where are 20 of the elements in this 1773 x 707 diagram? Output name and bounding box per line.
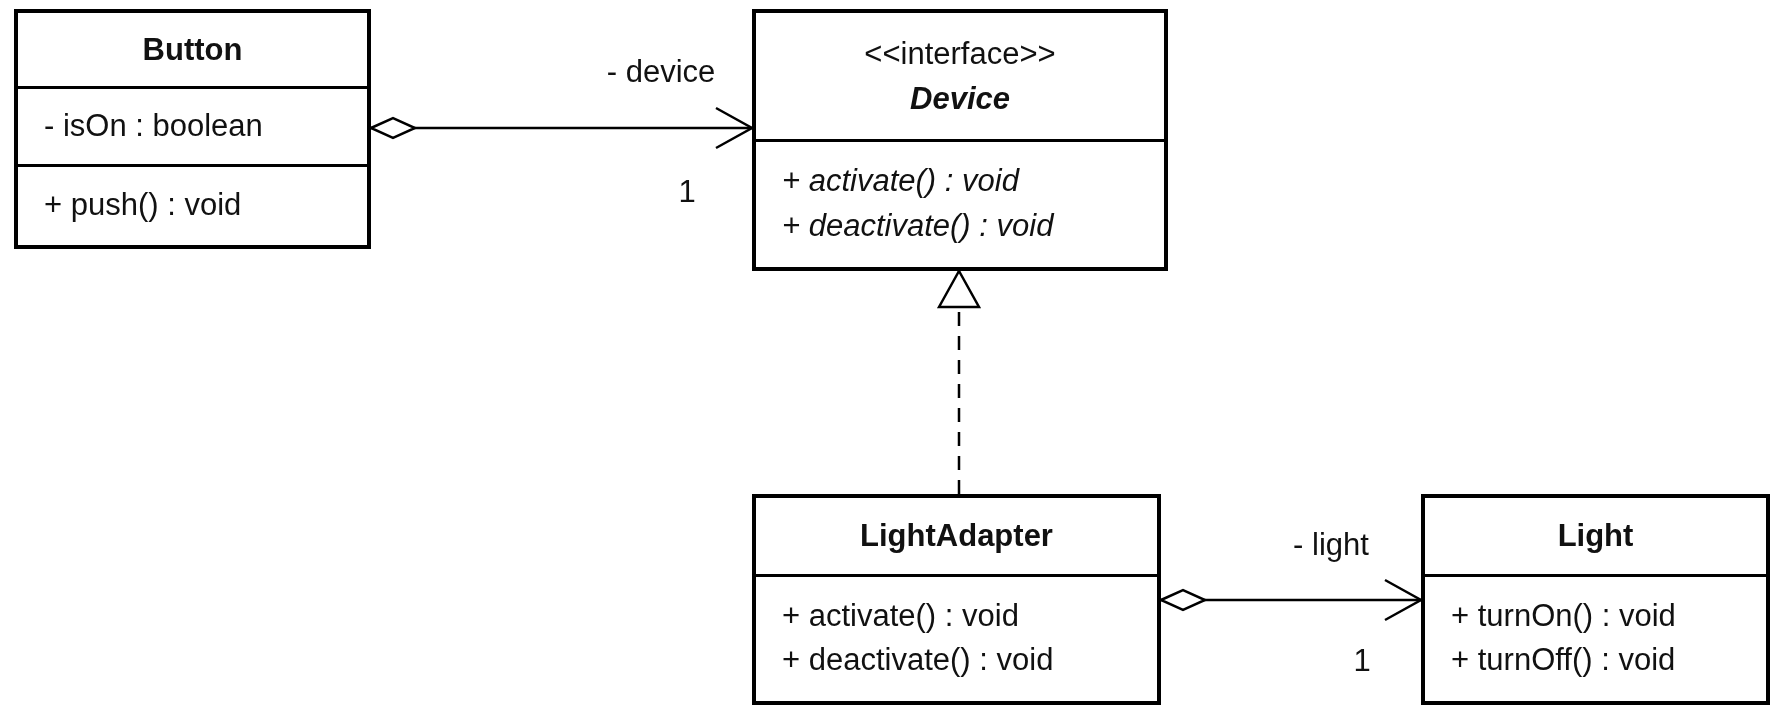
class-box [752,494,1161,705]
aggregation-arrow [369,106,754,150]
class-box [1421,494,1770,705]
method-text: + deactivate() : void [782,206,1054,245]
class-name: LightAdapter [860,517,1053,556]
method-text: + deactivate() : void [782,641,1054,679]
class-box [752,9,1168,271]
class-name: Device [910,79,1010,118]
method-text: + push() : void [44,186,242,224]
method-text: + activate() : void [782,597,1019,635]
stereotype-label: <<interface>> [864,35,1056,74]
class-name: Button [142,31,243,69]
method-text: + activate() : void [782,162,1019,201]
class-name: Light [1557,517,1634,556]
class-box [14,9,371,249]
method-text: + turnOn() : void [1451,597,1676,635]
aggregation-arrow [1159,578,1423,622]
method-text: + turnOff() : void [1451,641,1676,679]
attribute-text: - isOn : boolean [44,107,263,145]
realization-arrow [937,269,981,494]
